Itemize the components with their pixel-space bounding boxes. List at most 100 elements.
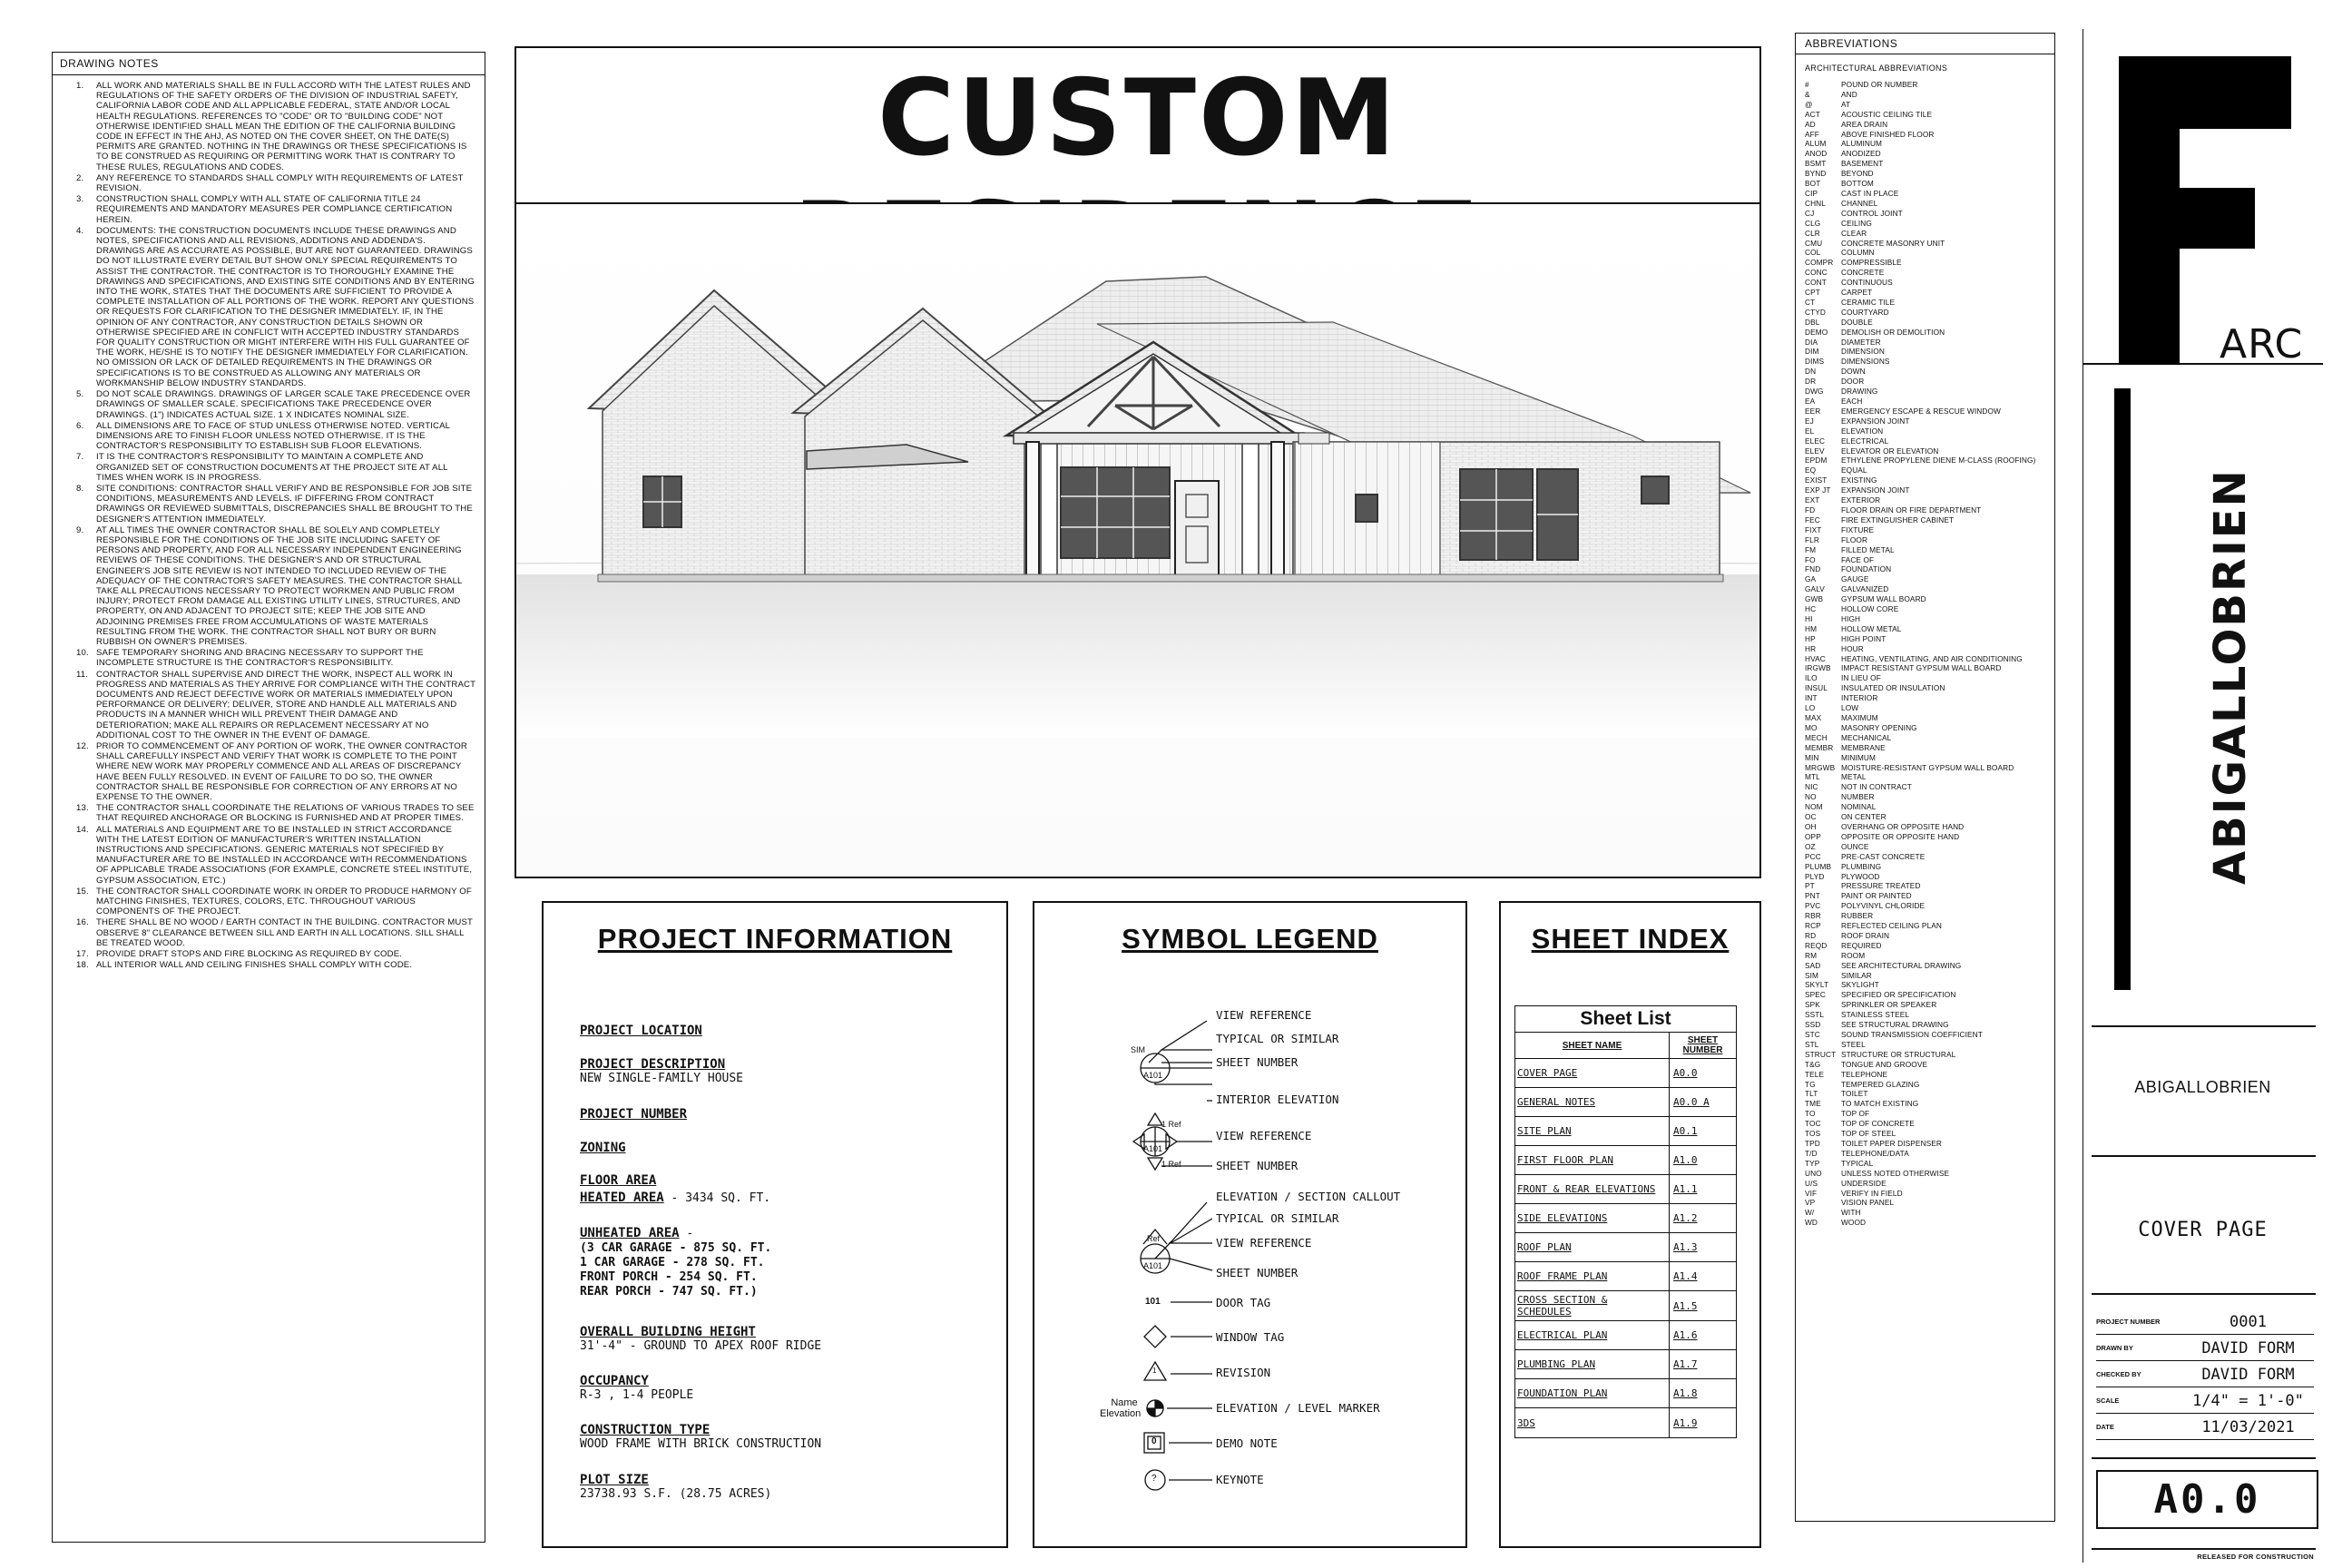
abbreviation-key: NIC xyxy=(1805,782,1818,792)
abbreviation-meaning: TOP OF CONCRETE xyxy=(1841,1119,1915,1129)
abbreviation-meaning: DOWN xyxy=(1841,367,1866,377)
abbreviation-meaning: OVERHANG OR OPPOSITE HAND xyxy=(1841,821,1965,831)
abbreviation-meaning: ROOM xyxy=(1841,950,1866,960)
drawn-by-label: DRAWN BY xyxy=(2096,1344,2133,1352)
keynote-icon xyxy=(1144,1469,1166,1491)
abbreviation-key: SPEC xyxy=(1805,990,1826,1000)
abbreviation-meaning: GAUGE xyxy=(1841,574,1869,584)
logo-arc-text: ARC xyxy=(2220,321,2304,368)
legend-label-13: ELEVATION / LEVEL MARKER xyxy=(1216,1401,1380,1415)
abbreviation-key: CLR xyxy=(1805,228,1820,238)
abbreviation-key: PCC xyxy=(1805,851,1821,861)
sheet-name-cell: SIDE ELEVATIONS xyxy=(1515,1204,1670,1232)
sheet-list-table: Sheet List SHEET NAME SHEET NUMBER COVER… xyxy=(1514,1005,1737,1438)
abbreviation-meaning: LOW xyxy=(1841,703,1859,713)
a101-label-1: A101 xyxy=(1143,1071,1163,1080)
occupancy-value: R-3 , 1-4 PEOPLE xyxy=(580,1388,694,1402)
abbreviation-key: TOC xyxy=(1805,1119,1821,1129)
abbreviation-meaning: COLUMN xyxy=(1841,248,1875,258)
abbreviation-meaning: COURTYARD xyxy=(1841,307,1889,317)
project-location-label: PROJECT LOCATION xyxy=(580,1024,702,1038)
firm-name: ABIGALLOBRIEN xyxy=(2134,1078,2271,1096)
drawing-note: 9.At all times the owner contractor shal… xyxy=(60,525,475,647)
ref1-label-top: 1 Ref xyxy=(1161,1120,1181,1129)
building-height-value: 31'-4" - GROUND TO APEX ROOF RIDGE xyxy=(580,1339,822,1353)
abbreviation-key: T&G xyxy=(1805,1059,1821,1069)
logo-f-mark-icon xyxy=(2119,56,2291,365)
title-block-divider xyxy=(2092,1548,2316,1550)
abbreviation-meaning: STRUCTURE OR STRUCTURAL xyxy=(1841,1049,1956,1059)
abbreviation-meaning: AT xyxy=(1841,99,1851,109)
abbreviation-meaning: HIGH xyxy=(1841,613,1861,623)
abbreviation-meaning: GYPSUM WALL BOARD xyxy=(1841,594,1926,604)
abbreviation-key: CONT xyxy=(1805,278,1827,288)
sheet-name-cell: SITE PLAN xyxy=(1515,1117,1670,1145)
abbreviation-meaning: IMPACT RESISTANT GYPSUM WALL BOARD xyxy=(1841,663,2002,673)
abbreviation-meaning: REQUIRED xyxy=(1841,940,1882,950)
abbreviation-key: REQD xyxy=(1805,940,1828,950)
plot-size: PLOT SIZE 23738.93 S.F. (28.75 ACRES) xyxy=(580,1473,771,1502)
drawing-note-text: Any reference to standards shall comply … xyxy=(96,172,464,194)
sheet-number-cell: A1.6 xyxy=(1673,1329,1698,1341)
abbreviation-meaning: INTERIOR xyxy=(1841,693,1878,703)
sheet-number: A0.0 xyxy=(2096,1470,2318,1529)
symbol-legend-panel: SYMBOL LEGEND xyxy=(1033,901,1467,1548)
abbreviation-key: GA xyxy=(1805,574,1817,584)
abbreviation-key: PT xyxy=(1805,881,1815,891)
abbreviation-meaning: POUND OR NUMBER xyxy=(1841,80,1918,89)
abbreviation-key: HM xyxy=(1805,623,1818,633)
legend-label-15: KEYNOTE xyxy=(1216,1473,1264,1486)
abbreviation-meaning: MINIMUM xyxy=(1841,752,1877,762)
construction-type: CONSTRUCTION TYPE WOOD FRAME WITH BRICK … xyxy=(580,1423,821,1452)
drawn-by-row: DRAWN BY DAVID FORM xyxy=(2096,1336,2314,1361)
abbreviation-meaning: EXPANSION JOINT xyxy=(1841,485,1910,495)
sheet-number-cell: A1.2 xyxy=(1673,1212,1698,1224)
project-location: PROJECT LOCATION xyxy=(580,1024,702,1038)
drawing-note: 12.Prior to commencement of any portion … xyxy=(60,741,475,802)
abbreviation-meaning: SEE ARCHITECTURAL DRAWING xyxy=(1841,960,1962,970)
abbreviation-key: CHNL xyxy=(1805,198,1826,208)
abbreviation-meaning: FIRE EXTINGUISHER CABINET xyxy=(1841,514,1955,524)
abbreviation-key: BOT xyxy=(1805,179,1821,189)
abbreviation-key: OH xyxy=(1805,821,1817,831)
abbreviation-key: PLYD xyxy=(1805,871,1825,881)
drawn-by-value: DAVID FORM xyxy=(2201,1338,2295,1357)
abbreviations-subheader: ARCHITECTURAL ABBREVIATIONS xyxy=(1805,64,1948,73)
project-information-panel: PROJECT INFORMATION PROJECT LOCATION PRO… xyxy=(542,901,1008,1548)
date-value: 11/03/2021 xyxy=(2201,1417,2295,1436)
abbreviation-entry: W/WITH xyxy=(1805,1208,2045,1218)
title-divider xyxy=(516,202,1759,204)
abbreviation-key: RCP xyxy=(1805,921,1821,931)
abbreviation-key: SSD xyxy=(1805,1020,1821,1030)
elevation-marker-name: Name xyxy=(1111,1397,1138,1408)
abbreviation-key: T/D xyxy=(1805,1148,1818,1158)
a101-label-3: A101 xyxy=(1143,1261,1163,1270)
sheet-name-cell: FOUNDATION PLAN xyxy=(1515,1379,1670,1407)
sheet-title: COVER PAGE xyxy=(2138,1219,2268,1241)
